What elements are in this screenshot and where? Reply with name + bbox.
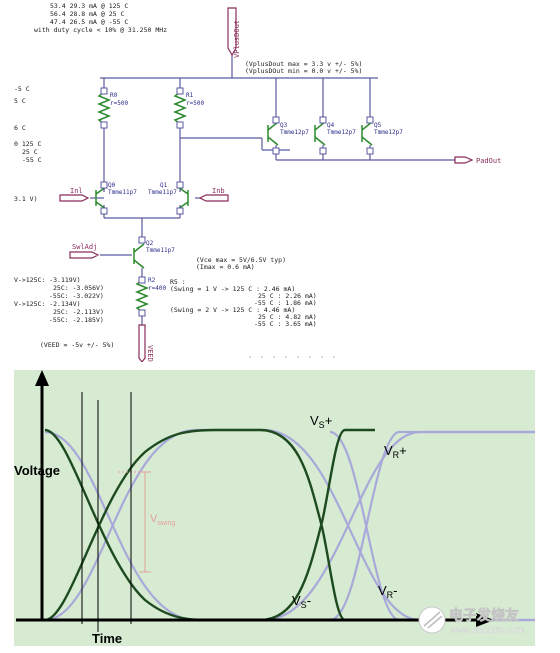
watermark-url-text: www.elecfans.com xyxy=(449,625,525,635)
port-veed-label: VEED xyxy=(146,345,154,362)
transistor-q1-model: Tmme11p7 xyxy=(148,189,177,196)
port-veed xyxy=(138,324,146,362)
watermark: 电子发烧友 www.elecfans.com xyxy=(418,606,525,635)
top-note: with duty cycle < 10% @ 31.250 MHz xyxy=(34,26,167,34)
r5-note: (Swing = 1 V -> 125 C : 2.46 mA) xyxy=(170,285,295,293)
sampling-lines xyxy=(81,392,132,632)
vee-note: (VEED = -5v +/- 5%) xyxy=(40,341,114,349)
transistor-q3 xyxy=(267,121,279,146)
resistor-r1-value: r=500 xyxy=(186,100,204,107)
vr-plus-label: VR+ xyxy=(384,443,407,460)
circuit-schematic: 53.4 29.3 mA @ 125 C 56.4 28.8 mA @ 25 C… xyxy=(14,2,502,362)
port-inb xyxy=(198,194,229,202)
port-inb-label: Inb xyxy=(212,187,225,195)
transistor-q2-model: Tmme11p7 xyxy=(146,247,175,254)
faint-dots xyxy=(249,356,335,358)
vs-minus-label: VS- xyxy=(292,593,311,610)
transistor-q3-ref: Q3 xyxy=(280,122,288,129)
receiver-falling-right xyxy=(329,430,535,622)
port-vplusdout xyxy=(227,7,237,57)
port-swladj xyxy=(69,251,100,259)
eye-background xyxy=(14,370,535,646)
top-note: 47.4 26.5 mA @ -55 C xyxy=(50,18,128,26)
resistor-r0 xyxy=(96,91,112,125)
r5-note: 25 C : 4.82 mA) xyxy=(258,313,317,321)
left-partial-label: -55 C xyxy=(22,156,42,164)
transistor-q3-model: Tmme12p7 xyxy=(280,129,309,136)
resistor-r2-ref: R2 xyxy=(148,277,156,284)
r5-note: -55 C : 1.86 mA) xyxy=(254,299,317,307)
top-note: 56.4 28.8 mA @ 25 C xyxy=(50,10,124,18)
left-partial-label: -5 C xyxy=(14,85,30,93)
transistor-q0-ref: Q0 xyxy=(108,182,116,189)
x-axis-label: Time xyxy=(92,631,122,646)
left-table-row: 25C: -2.113V) xyxy=(53,308,104,316)
transistor-q5-ref: Q5 xyxy=(374,122,382,129)
port-padout-label: PadOut xyxy=(476,157,501,165)
transistor-q1-ref: Q1 xyxy=(160,182,168,189)
left-table-row: 25C: -3.056V) xyxy=(53,284,104,292)
port-padout xyxy=(454,156,474,164)
watermark-logo-icon xyxy=(418,606,446,634)
transistor-q5 xyxy=(361,121,373,146)
receiver-rising-right xyxy=(329,430,535,622)
vout-note: (VplusDout max = 3.3 v +/- 5%) xyxy=(245,60,362,68)
left-partial-label: 5 C xyxy=(14,97,26,105)
left-partial-label: 3.1 V) xyxy=(14,195,37,203)
left-table-row: V->125C: -3.119V) xyxy=(14,276,81,284)
resistor-r2 xyxy=(134,279,150,313)
left-table-row: V->125C: -2.134V) xyxy=(14,300,81,308)
left-partial-label: 0 125 C xyxy=(14,140,41,148)
resistor-r0-value: r=500 xyxy=(110,100,128,107)
y-axis-label: Voltage xyxy=(14,463,60,478)
port-swladj-label: SwlAdj xyxy=(72,243,97,251)
left-partial-label: 25 C xyxy=(22,148,38,156)
transistor-q5-model: Tmme12p7 xyxy=(374,129,403,136)
resistor-r2-value: r=400 xyxy=(148,285,166,292)
transistor-q2-ref: Q2 xyxy=(146,240,154,247)
vout-note: (VplusDOut min = 0.0 v +/- 5%) xyxy=(245,67,362,75)
r5-note: -55 C : 3.65 mA) xyxy=(254,320,317,328)
left-partial-label: 6 C xyxy=(14,124,26,132)
axes xyxy=(16,370,494,627)
r5-note: R5 : xyxy=(170,278,186,286)
transistor-q0-model: Tmme11p7 xyxy=(108,189,137,196)
sender-rising xyxy=(44,428,375,622)
eye-diagram: Vswing Voltage Time VS+ VR+ VS- VR- 电子发烧… xyxy=(14,370,535,646)
vs-plus-label: VS+ xyxy=(310,413,332,430)
left-table-row: -55C: -3.022V) xyxy=(49,292,104,300)
resistor-r1-ref: R1 xyxy=(186,92,194,99)
transistor-q4-ref: Q4 xyxy=(327,122,335,129)
swing-label: Vswing xyxy=(150,513,175,527)
port-vplusdout-label: VPlusDOut xyxy=(233,20,241,58)
r5-note: 25 C : 2.26 mA) xyxy=(258,292,317,300)
transistor-q2 xyxy=(133,243,145,269)
watermark-cn-text: 电子发烧友 xyxy=(449,607,519,623)
top-note: 53.4 29.3 mA @ 125 C xyxy=(50,2,128,10)
resistor-r1 xyxy=(172,91,188,125)
r5-note: (Swing = 2 V -> 125 C : 4.46 mA) xyxy=(170,306,295,314)
vce-note: (Imax = 0.6 mA) xyxy=(196,263,255,271)
resistor-r0-ref: R0 xyxy=(110,92,118,99)
port-inl xyxy=(59,194,90,202)
left-table-row: -55C: -2.185V) xyxy=(49,316,104,324)
transistor-q4-model: Tmme12p7 xyxy=(327,129,356,136)
port-inl-label: Inl xyxy=(70,187,83,195)
transistor-q4 xyxy=(314,121,326,146)
vr-minus-label: VR- xyxy=(378,583,398,600)
vce-note: (Vce max = 5V/6.5V typ) xyxy=(196,256,286,264)
